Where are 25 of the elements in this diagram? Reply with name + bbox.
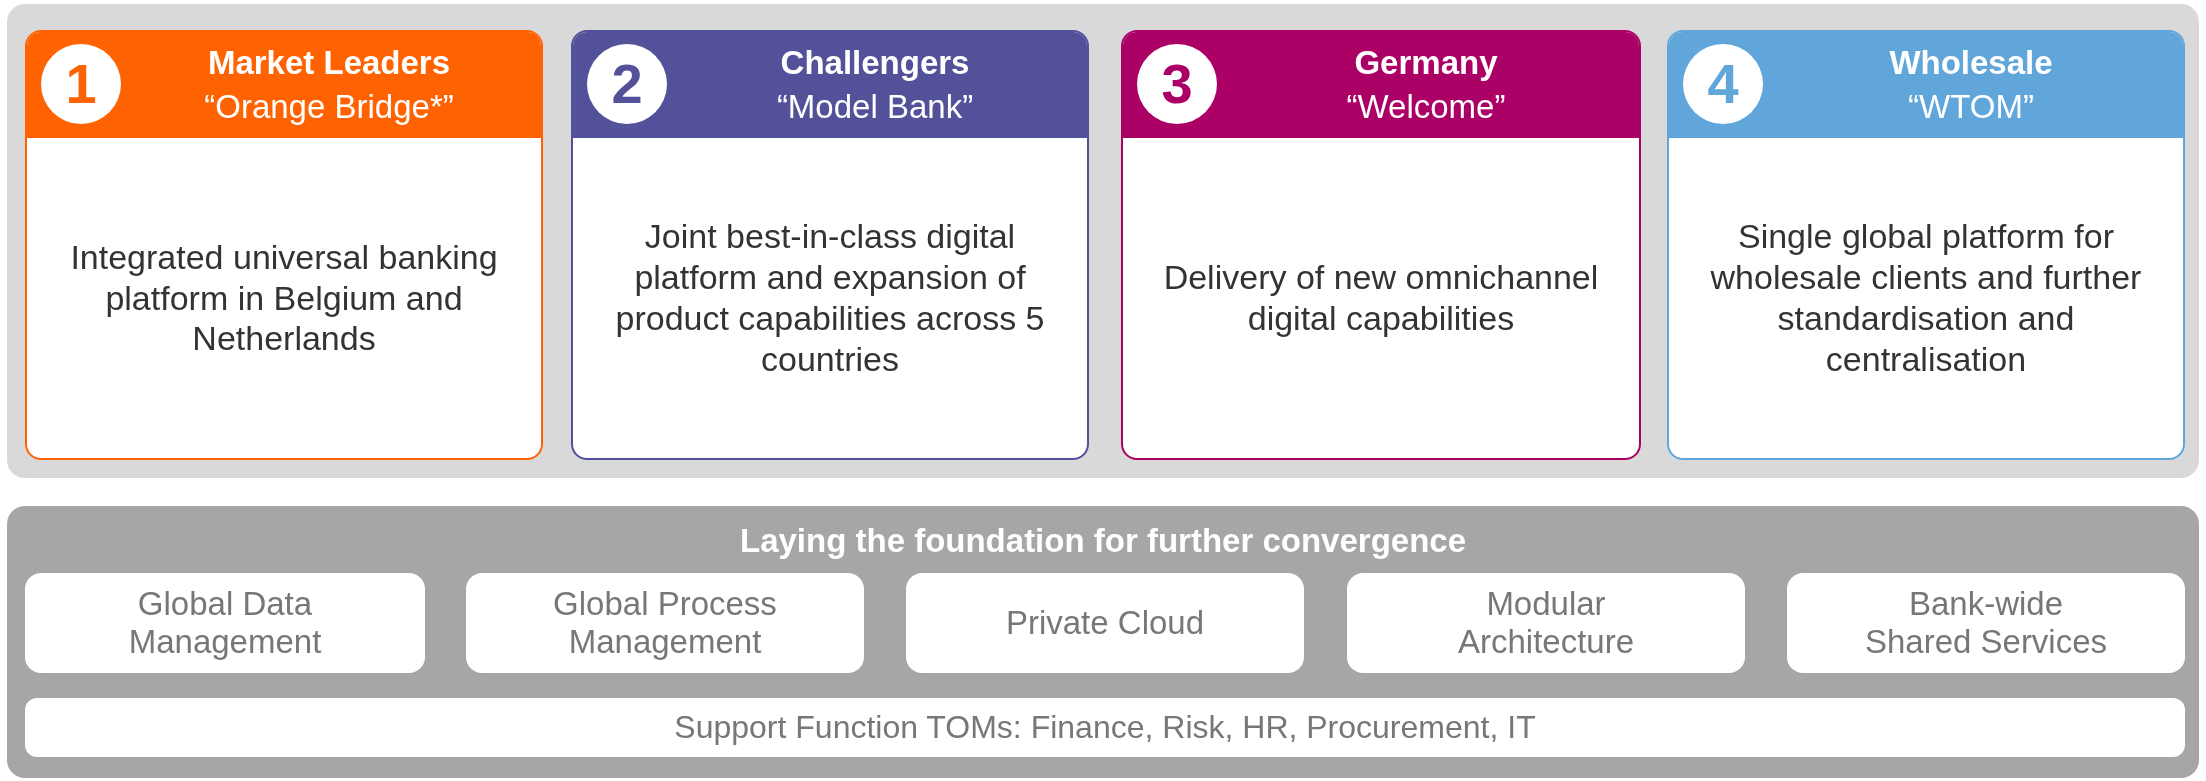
foundation-box: Modular Architecture xyxy=(1347,573,1745,673)
pillar-card xyxy=(25,30,543,460)
foundation-box: Global Process Management xyxy=(466,573,864,673)
panel-background xyxy=(7,4,2199,478)
card-description: Single global platform for wholesale clients and further standardisation and centralisation xyxy=(1709,216,2143,380)
card-subtitle: “Orange Bridge*” xyxy=(203,88,455,126)
foundation-box: Global Data Management xyxy=(25,573,425,673)
panel-heading: Laying the foundation for further convergence xyxy=(738,522,1468,560)
card-description: Integrated universal banking platform in Belgium and Netherlands xyxy=(69,236,499,360)
foundation-box: Support Function TOMs: Finance, Risk, HR, Procurement, IT xyxy=(25,698,2185,757)
panel-background xyxy=(7,506,2199,778)
foundation-box: Private Cloud xyxy=(906,573,1304,673)
card-subtitle: “Model Bank” xyxy=(775,88,975,126)
foundation-box: Bank-wide Shared Services xyxy=(1787,573,2185,673)
card-subtitle: “Welcome” xyxy=(1345,88,1507,126)
card-title: Germany xyxy=(1353,44,1499,82)
card-title: Challengers xyxy=(779,44,971,82)
card-title: Market Leaders xyxy=(206,44,452,82)
card-description: Delivery of new omnichannel digital capabilities xyxy=(1162,257,1600,339)
card-title: Wholesale xyxy=(1888,44,2054,82)
card-subtitle: “WTOM” xyxy=(1907,88,2035,126)
card-description: Joint best-in-class digital platform and expansion of product capabilities across 5 countries xyxy=(614,216,1046,380)
pillar-card xyxy=(1667,30,2185,460)
pillar-card xyxy=(571,30,1089,460)
pillar-card xyxy=(1121,30,1641,460)
